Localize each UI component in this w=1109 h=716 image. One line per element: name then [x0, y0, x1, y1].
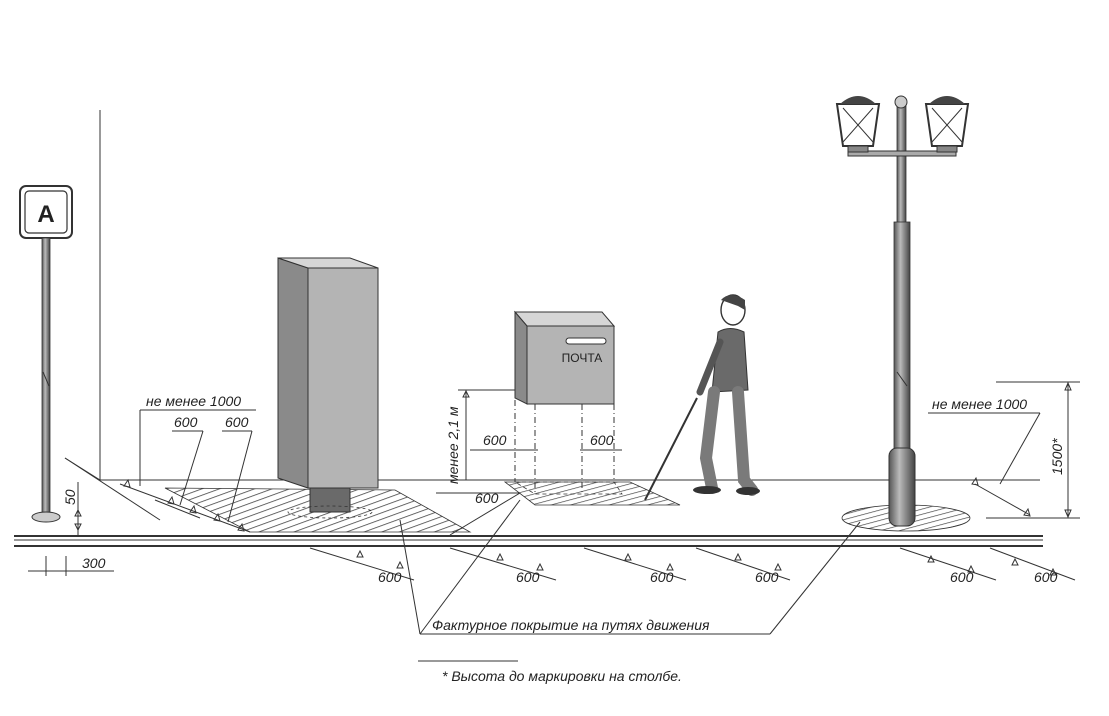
- curb-dims: 600 600 600 600 600 600: [309, 547, 1076, 585]
- lantern-right: [924, 96, 970, 153]
- svg-text:50: 50: [62, 489, 78, 505]
- tactile-caption: Фактурное покрытие на путях движения: [399, 499, 861, 635]
- dim-600-b: 600: [222, 414, 253, 523]
- svg-text:менее 2,1 м: менее 2,1 м: [445, 406, 461, 484]
- dim-300: 300: [28, 555, 114, 576]
- svg-text:* Высота до маркировки на стол: * Высота до маркировки на столбе.: [442, 668, 682, 684]
- svg-text:не менее 1000: не менее 1000: [932, 396, 1027, 412]
- sidewalk: [14, 457, 1043, 547]
- svg-text:600: 600: [225, 414, 249, 430]
- dim-600-box-right: 600: [580, 432, 622, 451]
- kiosk: [277, 257, 379, 519]
- dim-1500: 1500*: [986, 381, 1080, 519]
- svg-text:600: 600: [590, 432, 614, 448]
- svg-text:Фактурное покрытие на путях дв: Фактурное покрытие на путях движения: [432, 617, 710, 633]
- dim-600-box-bottom: 600: [436, 490, 521, 536]
- footnote: * Высота до маркировки на столбе.: [418, 660, 682, 684]
- sign-letter: А: [37, 201, 54, 228]
- svg-text:600: 600: [516, 569, 540, 585]
- svg-text:600: 600: [1034, 569, 1058, 585]
- bus-stop-sign-icon: А: [19, 185, 73, 523]
- svg-text:не менее 1000: не менее 1000: [146, 393, 241, 409]
- blind-pedestrian-icon: [644, 294, 760, 501]
- svg-text:1500*: 1500*: [1049, 438, 1065, 475]
- lamp-post-icon: [835, 95, 970, 527]
- svg-text:300: 300: [82, 555, 106, 571]
- tactile-paving: [164, 481, 971, 533]
- dim-50: 50: [62, 482, 82, 536]
- dim-min-1000-right: не менее 1000: [928, 396, 1041, 517]
- dim-min-1000-left: не менее 1000: [139, 393, 256, 486]
- mailbox-label: ПОЧТА: [562, 351, 603, 365]
- dim-600-a: 600: [172, 414, 204, 506]
- svg-text:600: 600: [174, 414, 198, 430]
- svg-text:600: 600: [475, 490, 499, 506]
- mailbox-icon: ПОЧТА: [513, 310, 623, 495]
- svg-text:600: 600: [650, 569, 674, 585]
- lantern-left: [835, 96, 881, 153]
- svg-text:600: 600: [378, 569, 402, 585]
- svg-text:600: 600: [483, 432, 507, 448]
- dim-2-1m: менее 2,1 м: [445, 389, 515, 484]
- svg-text:600: 600: [755, 569, 779, 585]
- dim-600-box-left: 600: [470, 432, 538, 451]
- dim-ticks-left: [123, 478, 245, 532]
- svg-text:600: 600: [950, 569, 974, 585]
